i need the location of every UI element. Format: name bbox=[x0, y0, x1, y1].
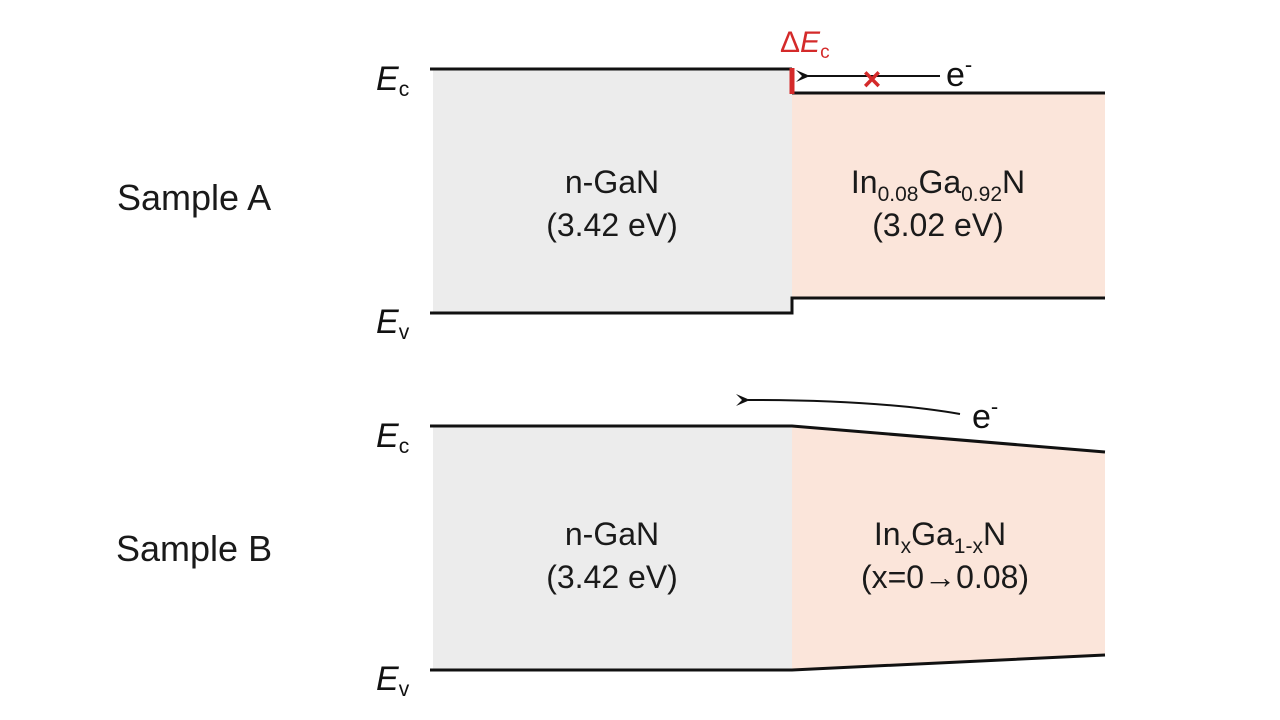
sample-b: Ec Ev Sample B n-GaN (3.42 eV) InxGa1-xN… bbox=[116, 393, 1106, 701]
ec-label-b: Ec bbox=[376, 417, 409, 458]
ingan-region-b bbox=[792, 426, 1105, 670]
valence-band-a bbox=[430, 296, 1105, 315]
ev-label-a: Ev bbox=[376, 303, 410, 344]
sample-a-label: Sample A bbox=[117, 177, 271, 218]
sample-a: Ec Ev Sample A n-GaN (3.42 eV) In0.08Ga0… bbox=[117, 26, 1105, 344]
ingan-gap-a: (3.02 eV) bbox=[872, 207, 1004, 243]
gan-region-a bbox=[433, 69, 792, 313]
gan-material-b: n-GaN bbox=[565, 516, 659, 552]
valence-band-b bbox=[430, 653, 1106, 672]
gan-gap-a: (3.42 eV) bbox=[546, 207, 678, 243]
ingan-material-b: InxGa1-xN bbox=[874, 516, 1006, 558]
electron-arrow-b bbox=[735, 393, 961, 415]
ec-label-a: Ec bbox=[376, 60, 409, 101]
blocked-x-icon: × bbox=[863, 61, 882, 97]
ev-label-b: Ev bbox=[376, 660, 410, 701]
electron-label-a: e- bbox=[946, 52, 972, 94]
ingan-region-a bbox=[792, 93, 1105, 298]
gan-gap-b: (3.42 eV) bbox=[546, 559, 678, 595]
ingan-material-a: In0.08Ga0.92N bbox=[851, 164, 1025, 206]
gan-region-b bbox=[433, 426, 792, 670]
gan-material-a: n-GaN bbox=[565, 164, 659, 200]
sample-b-label: Sample B bbox=[116, 528, 272, 569]
electron-label-b: e- bbox=[972, 394, 998, 436]
conduction-band-b bbox=[430, 424, 1106, 454]
delta-ec-label: ΔEc bbox=[780, 26, 830, 63]
ingan-gap-b: (x=0→0.08) bbox=[861, 559, 1029, 595]
